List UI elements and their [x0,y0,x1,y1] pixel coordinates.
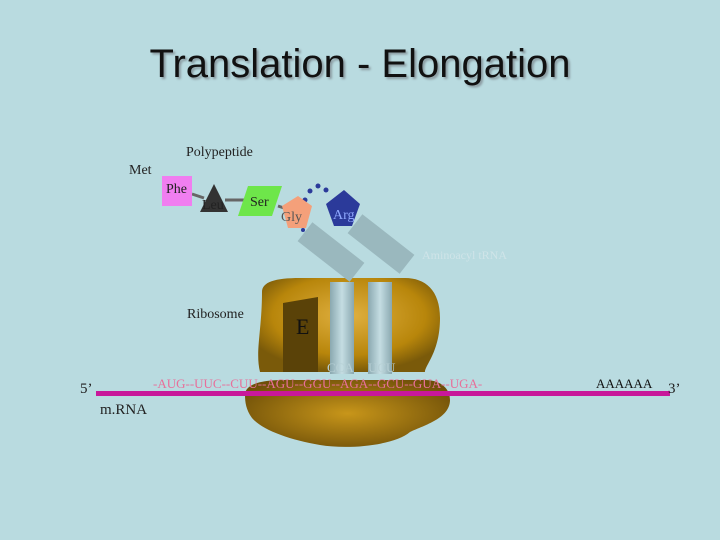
amino-acid-phe [162,176,192,206]
amino-acid-label-gly: Gly [281,210,302,225]
amino-acid-ser [238,186,282,216]
amino-acid-label-arg: Arg [333,208,355,223]
e-site-pocket [283,297,318,372]
polypeptide-label: Polypeptide [186,145,253,160]
ribosome-small-subunit [245,380,450,447]
amino-acid-label-leu: Leu [202,198,224,213]
peptide-bond [191,192,205,200]
anticodon-2: UCU [368,360,396,375]
amino-acid-gly [282,196,312,228]
mrna-label: m.RNA [100,402,148,418]
amino-acid-leu [200,184,228,212]
amino-acid-label-phe: Phe [166,182,187,197]
mrna-sequence: -AUG--UUC--CUU--AGU--GGU--AGA--GCU--GUA-… [153,376,483,391]
trna-arg [347,214,415,374]
ribosome-label: Ribosome [187,307,244,322]
trna-gly [297,222,365,374]
five-prime-label: 5’ [80,381,93,397]
amino-acid-arg [326,190,360,226]
anticodon-1: CCA [327,360,354,375]
e-site-label: E [296,314,310,339]
three-prime-label: 3’ [668,381,681,397]
mrna-strand [96,391,670,396]
aminoacyl-trna-label: Aminoacyl tRNA [422,248,507,262]
page-title: Translation - Elongation [149,42,571,86]
poly-a-tail: AAAAAA [596,376,653,391]
amino-acid-label-met: Met [129,163,152,178]
amino-acid-label-ser: Ser [250,195,269,210]
